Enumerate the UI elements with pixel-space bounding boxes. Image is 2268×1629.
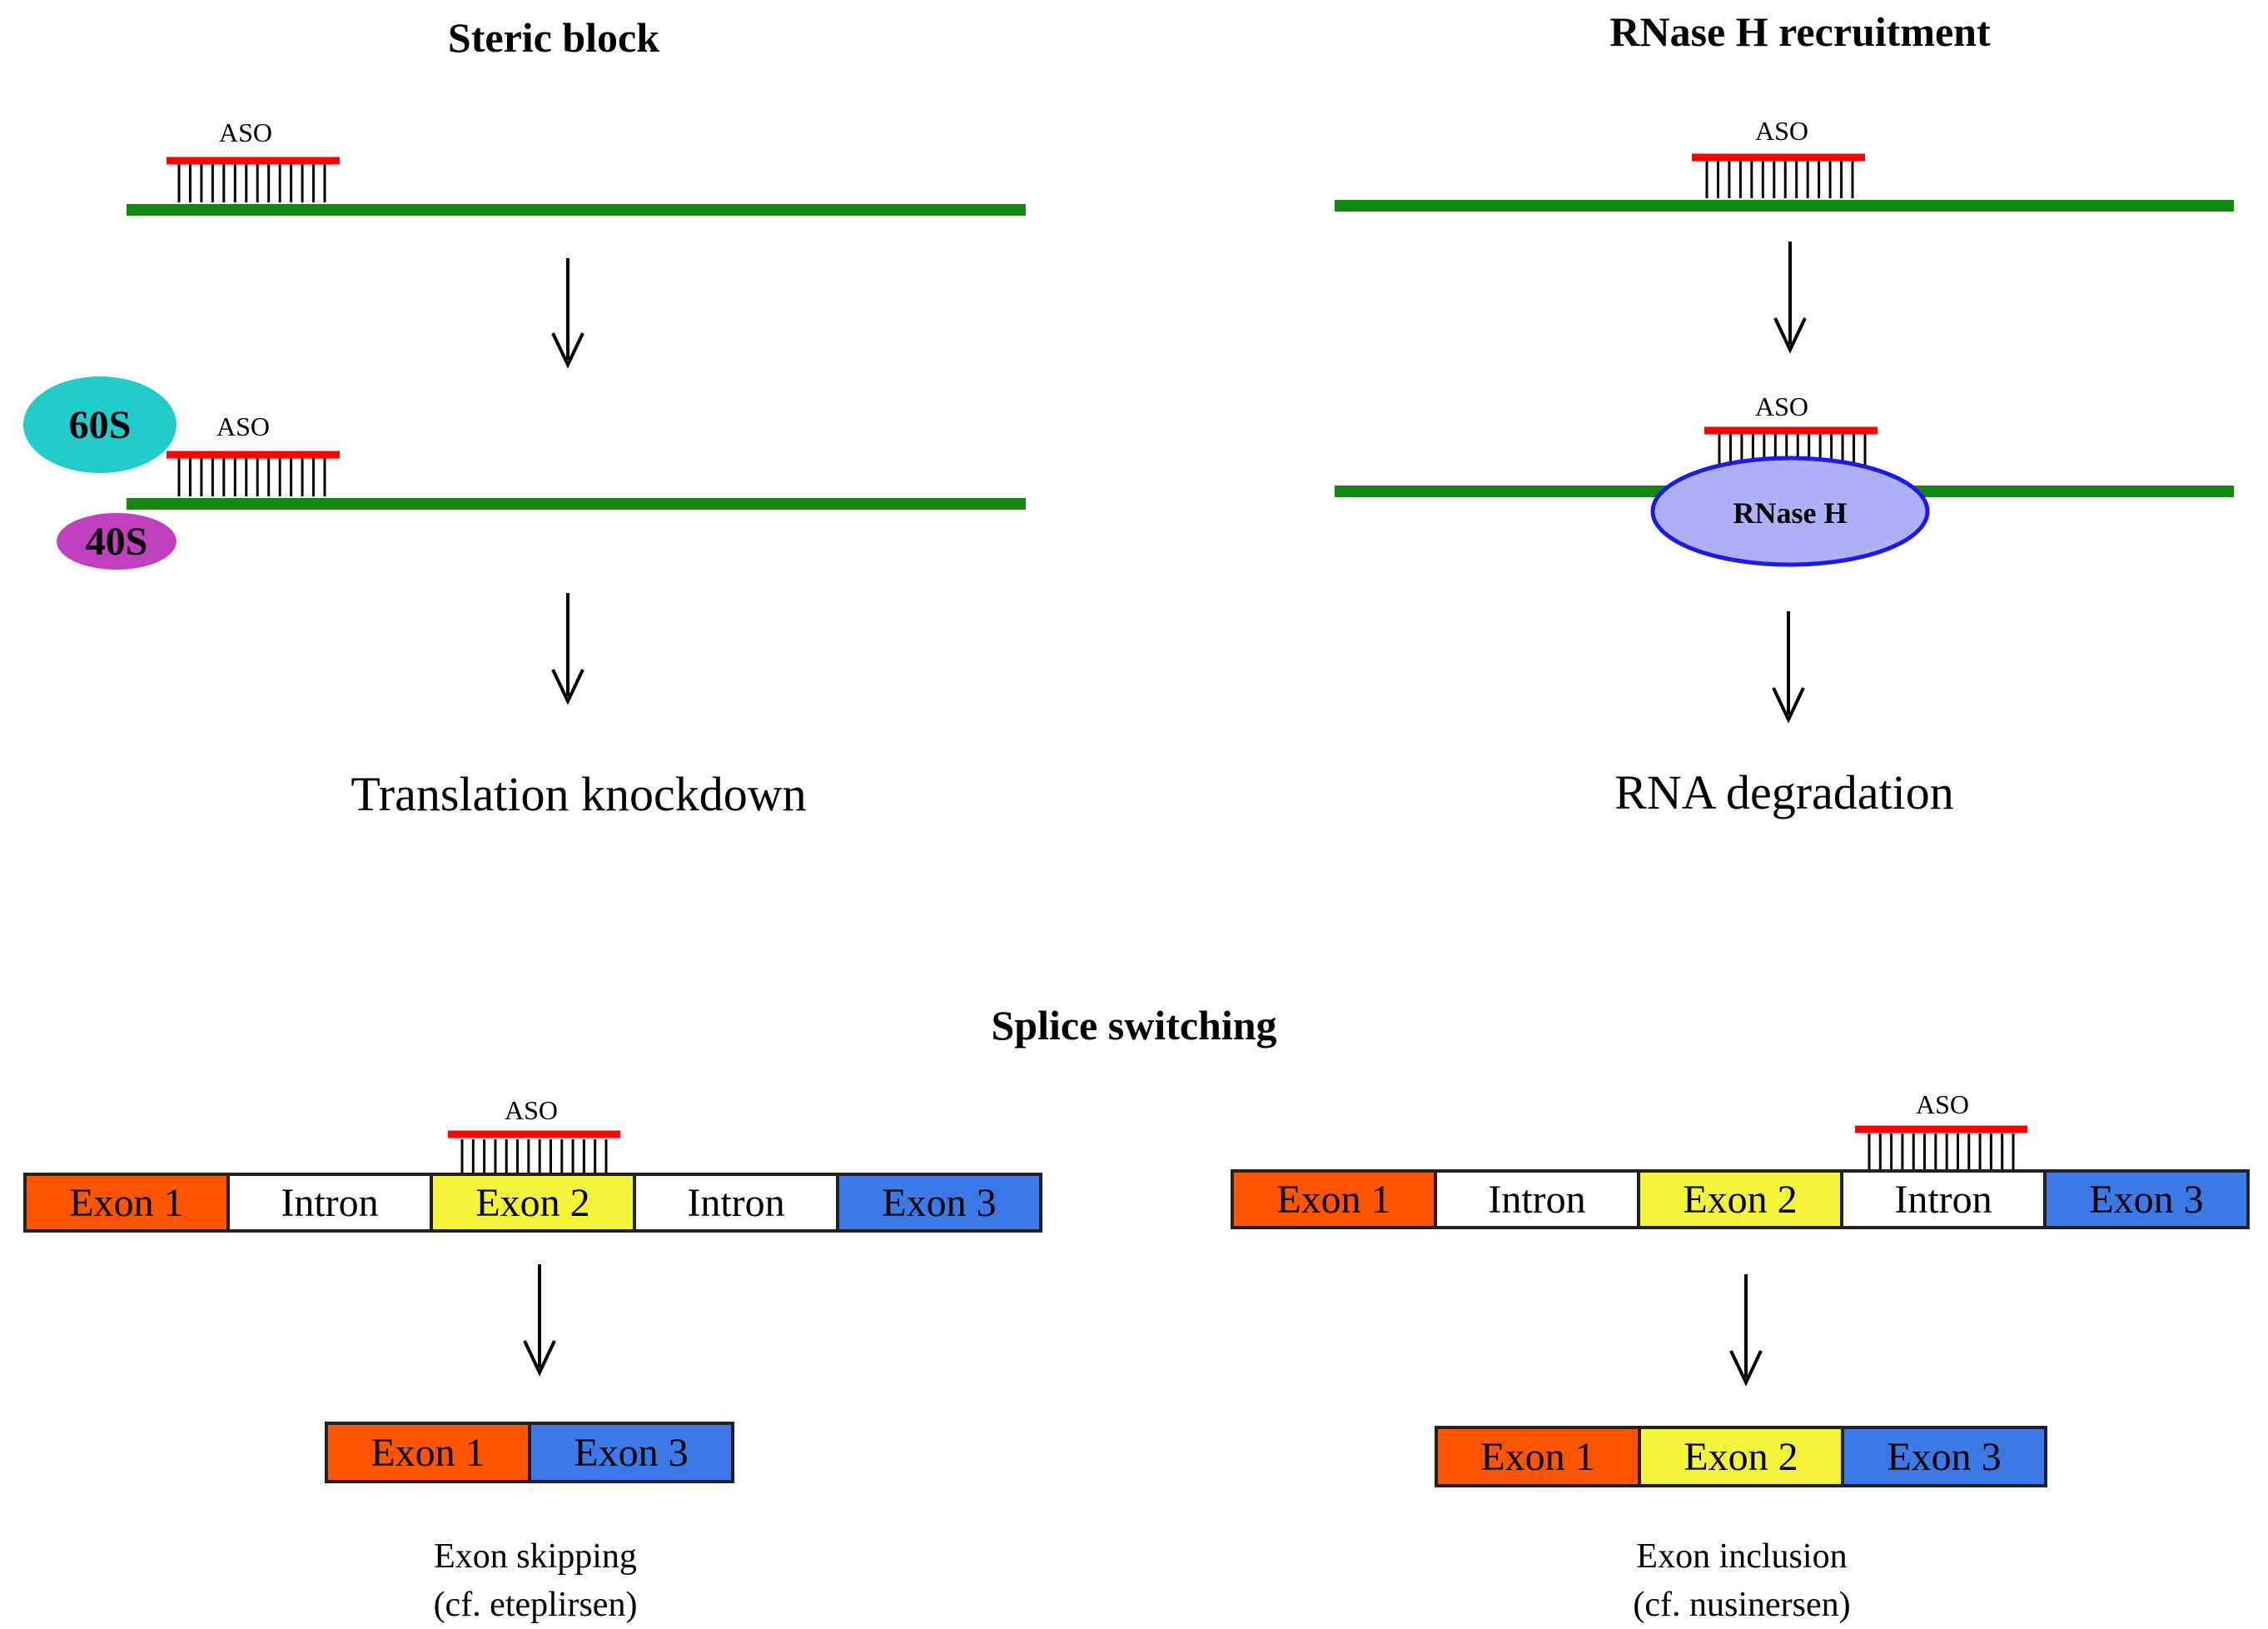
segment-label: Exon 3 — [882, 1181, 996, 1225]
rnase-h-label: RNase H — [1733, 496, 1848, 530]
down-arrow-head — [523, 1340, 556, 1377]
exon-skipping-drug: (cf. eteplirsen) — [434, 1586, 638, 1624]
down-arrow-head — [551, 332, 584, 369]
exon-segment — [1637, 1169, 1843, 1229]
aso-duplex — [1855, 1125, 2027, 1171]
exon-segment — [1231, 1169, 1437, 1229]
aso-label: ASO — [216, 411, 270, 441]
ribosome-40s-label: 40S — [86, 520, 148, 564]
segment-label: Intron — [281, 1181, 378, 1225]
intron-segment — [226, 1173, 433, 1233]
aso-label: ASO — [219, 117, 272, 147]
segment-label: Exon 3 — [2089, 1178, 2203, 1222]
mature-mrna-bar: Exon 1 Exon 2 Exon 3 — [1435, 1426, 2047, 1487]
ribosome-40s — [57, 513, 177, 570]
segment-label: Exon 1 — [69, 1181, 183, 1225]
exon-segment — [1435, 1426, 1641, 1487]
mature-mrna-bar: Exon 1 Exon 3 — [325, 1422, 734, 1483]
rnase-result-text: RNA degradation — [1614, 765, 1954, 819]
segment-label: Exon 2 — [475, 1181, 589, 1225]
ribosome-60s — [23, 376, 177, 473]
exon-segment — [836, 1173, 1042, 1233]
segment-label: Exon 3 — [574, 1431, 688, 1475]
exon-skipping-caption: Exon skipping — [434, 1537, 637, 1576]
segment-label: Exon 1 — [371, 1431, 485, 1475]
aso-duplex — [167, 451, 340, 496]
intron-segment — [633, 1173, 839, 1233]
rnase-h-panel: RNase H recruitment ASO ASO RNase H RNA … — [1335, 8, 2234, 819]
aso-label: ASO — [1755, 391, 1808, 421]
exon-segment — [528, 1422, 734, 1483]
down-arrow-head — [1729, 1350, 1763, 1387]
segment-label: Intron — [1488, 1178, 1585, 1222]
intron-segment — [1840, 1169, 2047, 1229]
aso-duplex — [448, 1130, 620, 1174]
aso-duplex — [167, 157, 340, 202]
splice-switching-title: Splice switching — [991, 1002, 1276, 1049]
pre-mrna-bar: Exon 1 Intron Exon 2 Intron Exon 3 — [23, 1173, 1042, 1233]
segment-label: Exon 2 — [1684, 1435, 1798, 1479]
segment-label: Intron — [1894, 1178, 1992, 1222]
aso-label: ASO — [1755, 116, 1808, 146]
down-arrow-head — [1773, 317, 1807, 354]
exon-segment — [23, 1173, 230, 1233]
exon-inclusion-drug: (cf. nusinersen) — [1633, 1586, 1850, 1624]
segment-label: Exon 1 — [1480, 1435, 1594, 1479]
rnase-h-title: RNase H recruitment — [1609, 8, 1991, 55]
steric-result-text: Translation knockdown — [351, 767, 806, 821]
down-arrow-head — [551, 669, 584, 705]
steric-block-title: Steric block — [448, 14, 659, 61]
exon-segment — [325, 1422, 531, 1483]
exon-segment — [430, 1173, 636, 1233]
down-arrow-head — [1772, 687, 1805, 724]
steric-block-panel: Steric block ASO 60S 40S ASO Translation… — [23, 14, 1026, 821]
rnase-h-enzyme — [1650, 456, 1930, 567]
aso-label: ASO — [1916, 1089, 1969, 1119]
segment-label: Exon 3 — [1887, 1435, 2001, 1479]
ribosome-60s-label: 60S — [69, 403, 132, 447]
exon-segment — [1638, 1426, 1844, 1487]
aso-duplex — [1692, 153, 1865, 198]
pre-mrna-bar: Exon 1 Intron Exon 2 Intron Exon 3 — [1231, 1169, 2250, 1229]
exon-segment — [2043, 1169, 2250, 1229]
segment-label: Intron — [687, 1181, 784, 1225]
exon-segment — [1841, 1426, 2047, 1487]
exon-inclusion-caption: Exon inclusion — [1636, 1537, 1847, 1576]
aso-label: ASO — [505, 1095, 558, 1125]
segment-label: Exon 1 — [1276, 1178, 1390, 1222]
segment-label: Exon 2 — [1683, 1178, 1797, 1222]
